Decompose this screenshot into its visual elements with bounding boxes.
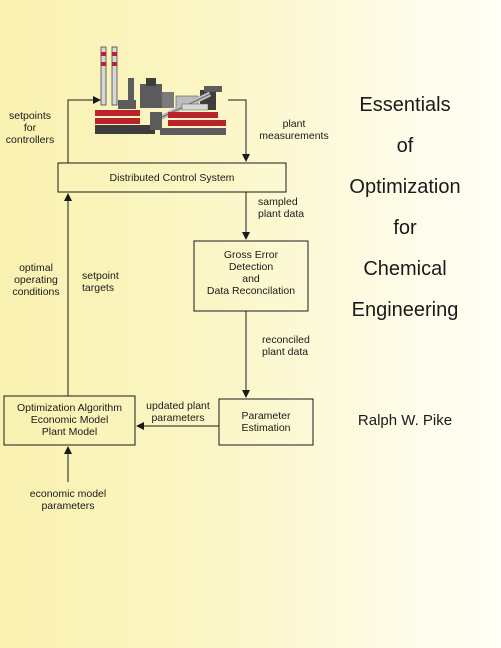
parameter-estimation-label: Parameter Estimation bbox=[241, 410, 291, 434]
title-line-4: for bbox=[393, 217, 417, 239]
sampled-plant-data-label: sampled plant data bbox=[258, 196, 305, 220]
optimization-box bbox=[3, 395, 136, 446]
title-line-2: of bbox=[396, 135, 414, 157]
title-line-1: Essentials bbox=[359, 94, 451, 116]
gross-error-box bbox=[193, 240, 309, 312]
economic-model-parameters-label: economic model parameters bbox=[29, 488, 107, 512]
dcs-label: Distributed Control System bbox=[109, 172, 235, 184]
updated-plant-parameters-label: updated plant parameters bbox=[146, 400, 210, 424]
plant-measurements-label: plant measurements bbox=[259, 118, 329, 142]
dcs-box bbox=[57, 162, 287, 193]
arrow-plant-measurements bbox=[228, 99, 250, 162]
arrow-setpoints bbox=[67, 96, 101, 163]
gross-error-label: Gross Error Detection and Data Reconcila… bbox=[206, 249, 296, 297]
optimal-operating-conditions-label: optimal operating conditions bbox=[12, 262, 60, 298]
reconciled-plant-data-label: reconciled plant data bbox=[262, 334, 310, 358]
setpoint-targets-label: setpoint targets bbox=[82, 270, 119, 294]
title-line-3: Optimization bbox=[349, 176, 461, 198]
title-line-6: Engineering bbox=[351, 299, 459, 321]
optimization-label: Optimization Algorithm Economic Model Pl… bbox=[16, 402, 123, 438]
author-name: Ralph W. Pike bbox=[357, 412, 453, 429]
setpoints-label: setpoints for controllers bbox=[5, 110, 55, 146]
parameter-estimation-box bbox=[218, 398, 314, 446]
chemical-plant-illustration bbox=[95, 46, 226, 135]
title-line-5: Chemical bbox=[363, 258, 447, 280]
